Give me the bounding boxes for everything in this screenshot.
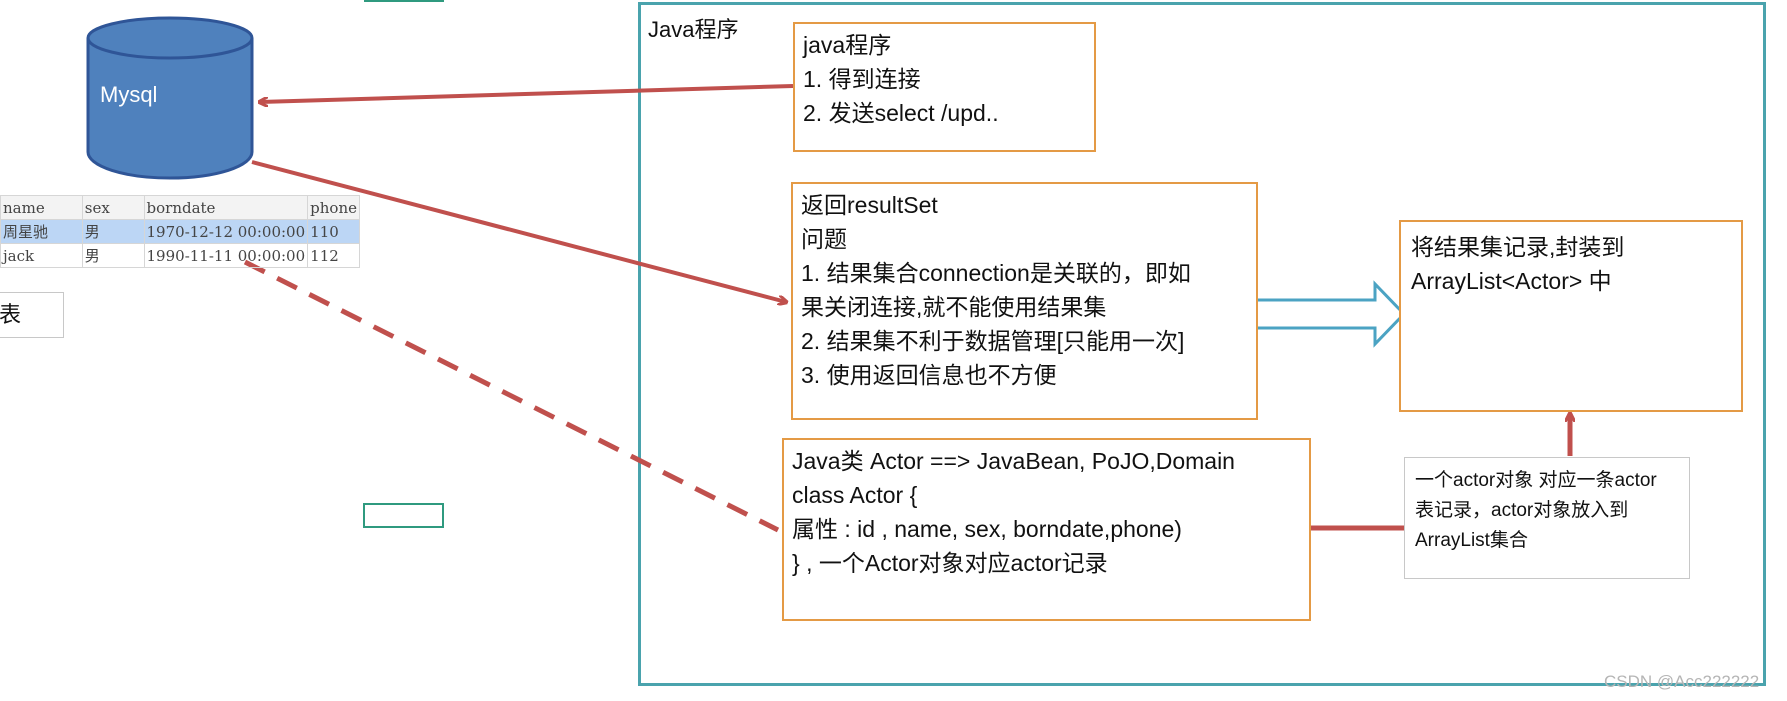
table-label: 表 [0,292,64,338]
actor-class-box: Java类 Actor ==> JavaBean, PoJO,Domain cl… [782,438,1311,621]
arrow-mysql-to-resultset [251,160,786,302]
box-line: 3. 使用返回信息也不方便 [801,362,1057,388]
table-header-row: name sex borndate phone [0,195,360,220]
mysql-database-icon [86,16,254,180]
box-line: 果关闭连接,就不能使用结果集 [801,294,1107,320]
frame-title: Java程序 [648,17,739,42]
column-header: phone [307,195,360,220]
table-cell[interactable]: 1970-12-12 00:00:00 [143,219,309,244]
table-row[interactable]: 周星驰 男 1970-12-12 00:00:00 110 [0,219,360,244]
box-line: 2. 结果集不利于数据管理[只能用一次] [801,328,1185,354]
box-line: 1. 得到连接 [803,66,921,92]
cell-selection-marker [363,503,444,528]
table-cell[interactable]: 周星驰 [0,219,83,244]
box-line: 属性 : id , name, sex, borndate,phone) [792,516,1182,542]
box-line: 问题 [801,226,847,252]
arrow-query-to-mysql [260,84,794,102]
mysql-label: Mysql [100,82,158,107]
box-line: class Actor { [792,482,918,508]
java-program-box: java程序 1. 得到连接 2. 发送select /upd.. [793,22,1096,152]
block-arrow-to-wrap [1250,280,1407,348]
table-cell[interactable]: 112 [307,243,360,268]
actor-note-box: 一个actor对象 对应一条actor 表记录，actor对象放入到 Array… [1404,457,1690,579]
table-row[interactable]: jack 男 1990-11-11 00:00:00 112 [0,243,360,268]
resultset-problem-box: 返回resultSet 问题 1. 结果集合connection是关联的，即如 … [791,182,1258,420]
box-line: Java类 Actor ==> JavaBean, PoJO,Domain [792,448,1235,474]
table-cell[interactable]: 男 [81,243,145,268]
box-line: ArrayList<Actor> 中 [1411,268,1612,294]
table-cell[interactable]: 男 [81,219,145,244]
wrap-arraylist-box: 将结果集记录,封装到 ArrayList<Actor> 中 [1399,220,1743,412]
java-program-frame [638,2,1766,686]
box-line: } , 一个Actor对象对应actor记录 [792,550,1108,576]
dashed-record-to-actor [243,259,780,533]
top-selection-mark [364,0,444,2]
table-cell[interactable]: 110 [307,219,360,244]
table-cell[interactable]: jack [0,243,83,268]
box-line: 返回resultSet [801,192,938,218]
watermark: CSDN @Acc222222 [1604,672,1760,691]
actor-data-table: name sex borndate phone 周星驰 男 1970-12-12… [0,195,360,268]
note-line: ArrayList集合 [1415,530,1528,551]
note-line: 表记录，actor对象放入到 [1415,500,1629,521]
column-header: borndate [143,195,309,220]
box-line: 1. 结果集合connection是关联的，即如 [801,260,1191,286]
box-line: java程序 [803,32,892,58]
column-header: name [0,195,83,220]
box-line: 2. 发送select /upd.. [803,100,999,126]
box-line: 将结果集记录,封装到 [1411,234,1625,260]
note-line: 一个actor对象 对应一条actor [1415,470,1657,491]
table-cell[interactable]: 1990-11-11 00:00:00 [143,243,309,268]
column-header: sex [81,195,145,220]
